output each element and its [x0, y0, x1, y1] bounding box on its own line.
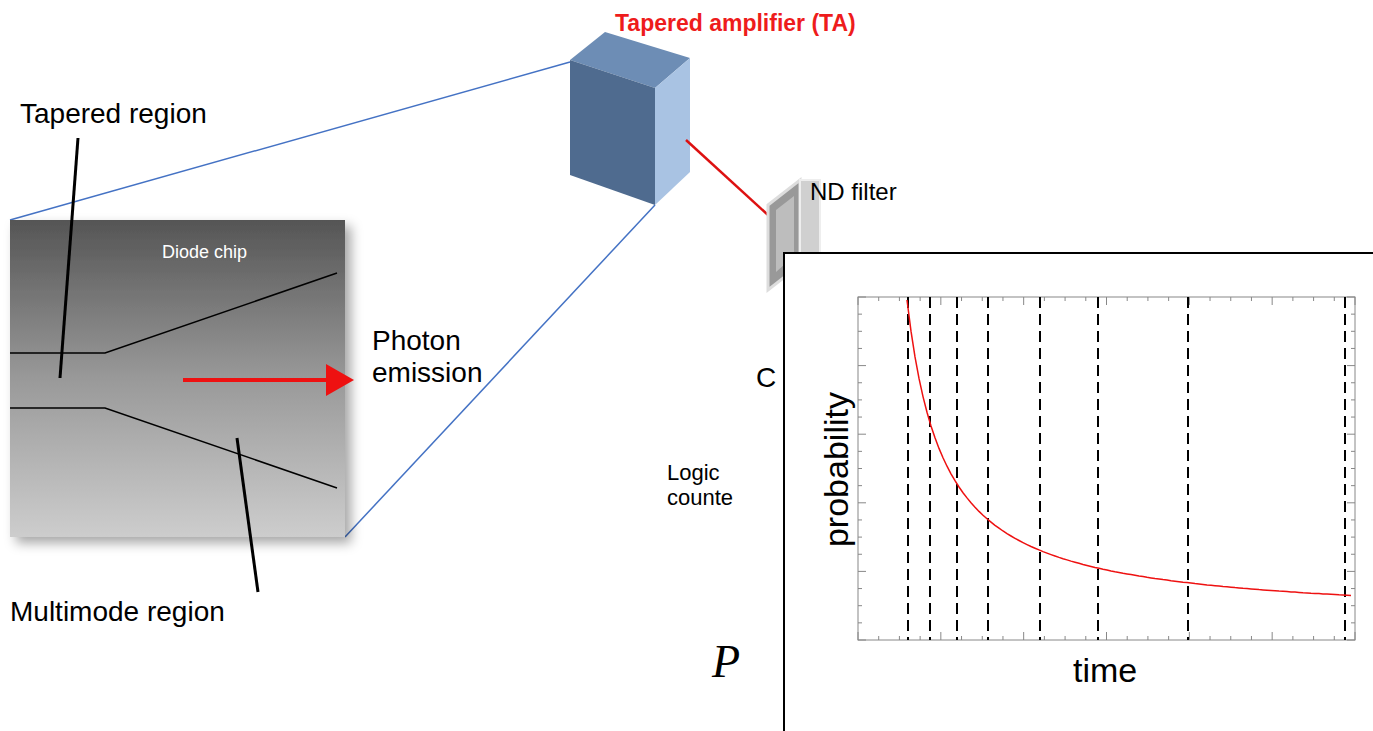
- part-label: C: [756, 362, 776, 394]
- cube-front: [570, 60, 655, 205]
- inset-plot: probability time: [784, 253, 1373, 731]
- emission-arrow: [183, 378, 350, 382]
- inset-panel: [784, 253, 1373, 731]
- part-label: Logic counte: [667, 460, 749, 511]
- chip-node: Diode chip: [10, 220, 345, 537]
- chip-label: Diode chip: [162, 242, 247, 263]
- symbol-label: P: [712, 636, 740, 689]
- part-label: Multimode region: [10, 596, 225, 628]
- zoom-line: [10, 62, 570, 220]
- zoom-line: [345, 205, 655, 537]
- part-label: Photon emission: [372, 325, 547, 389]
- title: Tapered amplifier (TA): [615, 10, 856, 36]
- event-lines: [908, 297, 1345, 640]
- axis-label: probability: [817, 392, 856, 547]
- leader-line: [60, 138, 78, 378]
- part-label: ND filter: [810, 178, 897, 206]
- axis-ticks: [858, 297, 1355, 640]
- axis-label: time: [1073, 651, 1137, 690]
- part-label: Tapered region: [20, 98, 207, 130]
- plot-frame: [858, 297, 1355, 640]
- cube-side: [655, 58, 690, 205]
- leader-line: [237, 438, 258, 592]
- decay-curve: [907, 300, 1351, 595]
